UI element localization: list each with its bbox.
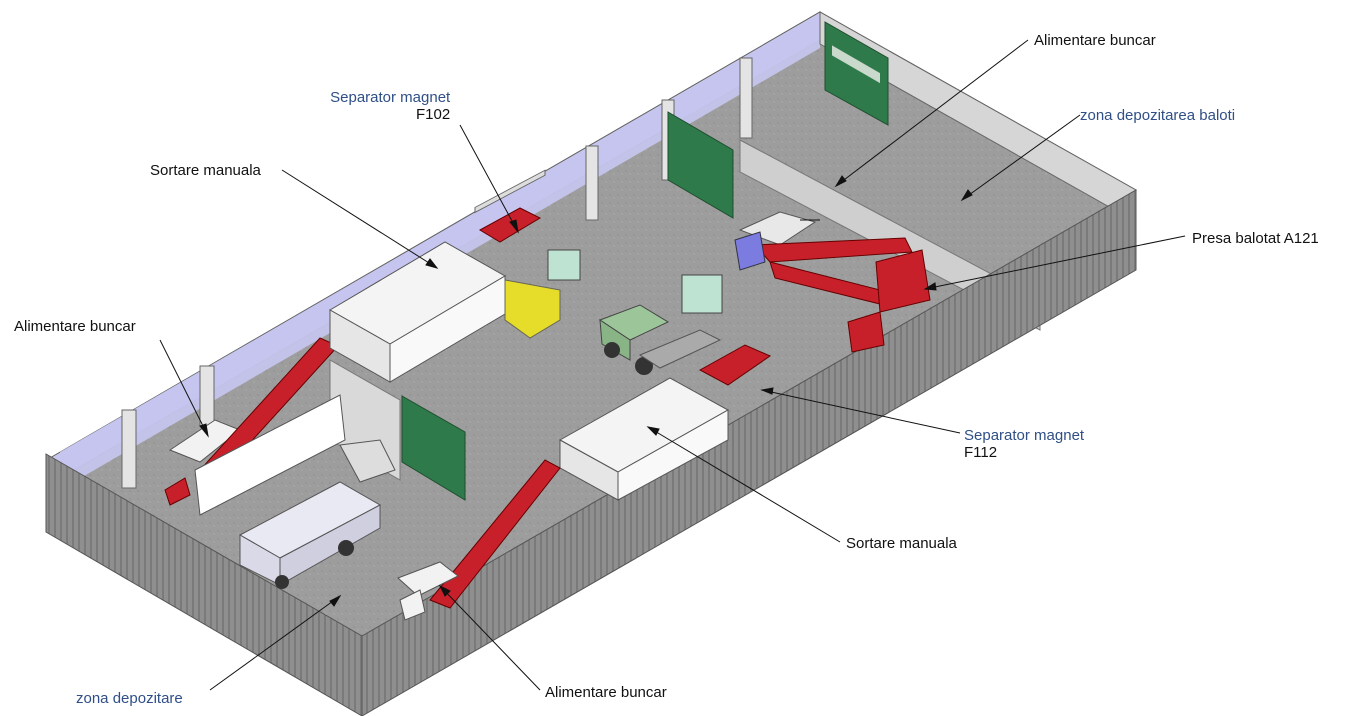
baling-press-a121 bbox=[847, 249, 931, 353]
tractor bbox=[598, 304, 670, 375]
label-sortare-manuala-bottom: Sortare manuala bbox=[846, 535, 957, 552]
sorting-cabin-bottom bbox=[558, 377, 730, 501]
label-presa-balotat: Presa balotat A121 bbox=[1192, 230, 1319, 247]
label-separator-f112-name: Separator magnet bbox=[964, 427, 1085, 444]
label-zona-depozitare: zona depozitare bbox=[76, 690, 183, 707]
label-separator-f102: Separator magnet F102 bbox=[314, 89, 450, 123]
label-alimentare-buncar-left: Alimentare buncar bbox=[14, 318, 136, 335]
label-zona-depozitarea-baloti: zona depozitarea baloti bbox=[1080, 107, 1236, 124]
partition-wall-right bbox=[739, 139, 1041, 331]
truck bbox=[238, 439, 396, 589]
label-separator-f112: Separator magnet F112 bbox=[964, 427, 1084, 461]
label-alimentare-buncar-top: Alimentare buncar bbox=[1034, 32, 1156, 49]
label-separator-f112-code: F112 bbox=[964, 444, 998, 461]
outer-wall-front-left bbox=[45, 453, 363, 716]
forklifts bbox=[547, 249, 723, 314]
label-separator-f102-code: F102 bbox=[416, 106, 451, 123]
label-sortare-manuala-top: Sortare manuala bbox=[150, 162, 261, 179]
hopper-feed-top-right bbox=[734, 211, 913, 306]
sorting-cabin-top bbox=[329, 241, 506, 383]
magnet-separator-f102 bbox=[474, 169, 546, 243]
label-alimentare-buncar-bottom: Alimentare buncar bbox=[545, 684, 667, 701]
leader-lines bbox=[159, 39, 1186, 691]
hopper-feed-bottom bbox=[397, 459, 561, 621]
hopper-feed-left bbox=[164, 337, 346, 516]
yellow-container bbox=[504, 279, 561, 339]
label-separator-f102-name: Separator magnet bbox=[330, 89, 451, 106]
magnet-separator-f112 bbox=[638, 329, 772, 386]
